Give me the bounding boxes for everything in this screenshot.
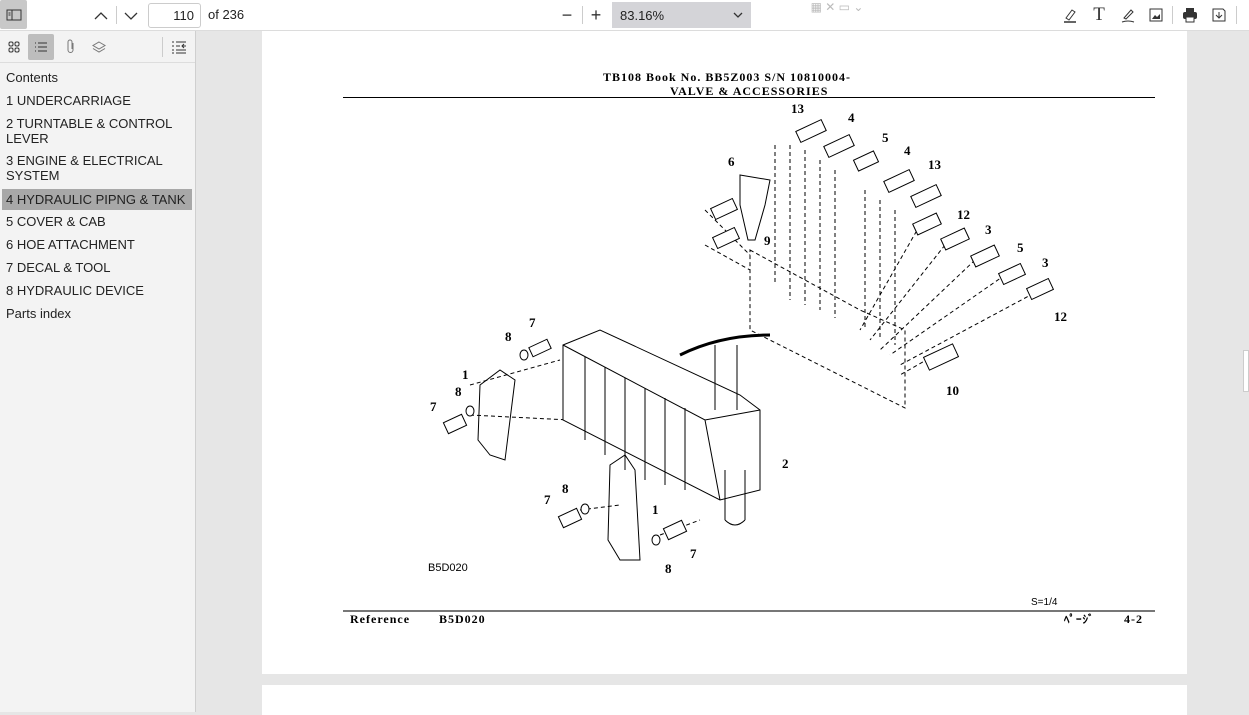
- zoom-out-button[interactable]: −: [561, 4, 573, 25]
- callout-number: 3: [985, 222, 992, 237]
- toc-item-contents[interactable]: Contents: [6, 70, 59, 85]
- grid-icon: [8, 41, 20, 53]
- outline-options-icon: [172, 41, 186, 53]
- toc-item-8[interactable]: 8 HYDRAULIC DEVICE: [6, 283, 144, 298]
- add-image-button[interactable]: [1146, 5, 1166, 25]
- thumbnails-tab[interactable]: [1, 34, 27, 60]
- footer-page-label: ﾍﾟｰｼﾞ: [1064, 614, 1095, 626]
- toc-item-6[interactable]: 6 HOE ATTACHMENT: [6, 237, 135, 252]
- chevron-down-icon: [124, 12, 138, 20]
- layers-tab[interactable]: [86, 34, 112, 60]
- pdf-page: TB108 Book No. BB5Z003 S/N 10810004- VAL…: [262, 31, 1187, 674]
- figure-code: B5D020: [428, 562, 468, 574]
- callout-number: 7: [690, 546, 697, 561]
- attachments-tab[interactable]: [58, 34, 84, 60]
- callout-number: 10: [946, 383, 959, 398]
- toc-item-3[interactable]: 3 ENGINE & ELECTRICAL SYSTEM: [6, 153, 163, 183]
- sidebar-panel-icon: [6, 9, 21, 20]
- list-icon: [35, 42, 47, 52]
- callout-number: 13: [791, 101, 805, 116]
- layers-icon: [92, 41, 106, 53]
- callout-number: 7: [430, 399, 437, 414]
- zoom-select[interactable]: 83.16%: [612, 2, 751, 28]
- header-line-1: TB108 Book No. BB5Z003 S/N 10810004-: [603, 70, 852, 84]
- sidebar-tabs: [0, 31, 195, 63]
- callout-number: 4: [904, 143, 911, 158]
- sidebar-toggle-button[interactable]: [0, 0, 27, 29]
- chevron-down-icon: [733, 12, 743, 18]
- callout-number: 7: [529, 315, 536, 330]
- callout-number: 4: [848, 110, 855, 125]
- callout-number: 8: [455, 384, 462, 399]
- previous-page-button[interactable]: [90, 5, 112, 25]
- paperclip-icon: [67, 39, 74, 53]
- callout-number: 13: [928, 157, 942, 172]
- footer-reference-label: Reference: [350, 612, 411, 626]
- callout-number: 8: [505, 329, 512, 344]
- fittings: [442, 118, 1055, 546]
- sidebar: Contents 1 UNDERCARRIAGE 2 TURNTABLE & C…: [0, 31, 196, 712]
- highlight-button[interactable]: [1060, 5, 1080, 25]
- zoom-value: 83.16%: [620, 7, 665, 23]
- toc-item-parts-index[interactable]: Parts index: [6, 306, 72, 321]
- printer-icon: [1183, 8, 1197, 23]
- callout-number: 8: [665, 561, 672, 576]
- toolbar: 110 of 236 − + 83.16% ▦ ✕ ▭ ⌄ T: [0, 0, 1249, 31]
- header-line-2: VALVE & ACCESSORIES: [670, 84, 829, 98]
- faded-view-controls: ▦ ✕ ▭ ⌄: [810, 0, 864, 14]
- next-pdf-page: [262, 685, 1187, 715]
- callout-number: 3: [1042, 255, 1049, 270]
- footer-reference-value: B5D020: [439, 612, 486, 626]
- add-text-button[interactable]: T: [1089, 4, 1109, 25]
- image-icon: [1149, 8, 1163, 22]
- callout-number: 1: [652, 502, 659, 517]
- page-total-label: of 236: [208, 7, 245, 22]
- print-button[interactable]: [1180, 5, 1200, 25]
- callout-number: 1: [462, 367, 469, 382]
- callout-number: 6: [728, 154, 735, 169]
- scale-label: S=1/4: [1031, 597, 1058, 608]
- toc-item-4-selected[interactable]: 4 HYDRAULIC PIPNG & TANK: [2, 189, 192, 210]
- toc-item-2[interactable]: 2 TURNTABLE & CONTROL LEVER: [6, 116, 172, 146]
- callout-number: 5: [1017, 240, 1024, 255]
- highlighter-icon: [1064, 9, 1076, 23]
- callout-number: 7: [544, 492, 551, 507]
- callout-number: 5: [882, 130, 889, 145]
- page-number-input[interactable]: 110: [148, 3, 201, 28]
- callout-number: 12: [957, 207, 970, 222]
- chevron-up-icon: [94, 11, 108, 19]
- callout-number: 9: [764, 233, 771, 248]
- next-page-button[interactable]: [120, 5, 142, 25]
- zoom-in-button[interactable]: +: [590, 4, 602, 25]
- toc-item-1[interactable]: 1 UNDERCARRIAGE: [6, 93, 131, 108]
- outline-tab[interactable]: [28, 34, 54, 60]
- save-icon: [1212, 8, 1226, 22]
- callout-number: 12: [1054, 309, 1067, 324]
- save-button[interactable]: [1209, 5, 1229, 25]
- toc-item-5[interactable]: 5 COVER & CAB: [6, 214, 106, 229]
- callout-number: 2: [782, 456, 789, 471]
- callout-number: 8: [562, 481, 569, 496]
- draw-button[interactable]: [1118, 5, 1138, 25]
- footer-page-number: 4-2: [1124, 612, 1143, 626]
- scrollbar-thumb[interactable]: [1243, 350, 1249, 392]
- diagram-lines: [469, 145, 1041, 561]
- collapse-outline-button[interactable]: [166, 34, 192, 60]
- toc-item-7[interactable]: 7 DECAL & TOOL: [6, 260, 111, 275]
- pen-icon: [1121, 9, 1135, 23]
- text-icon: T: [1093, 4, 1105, 25]
